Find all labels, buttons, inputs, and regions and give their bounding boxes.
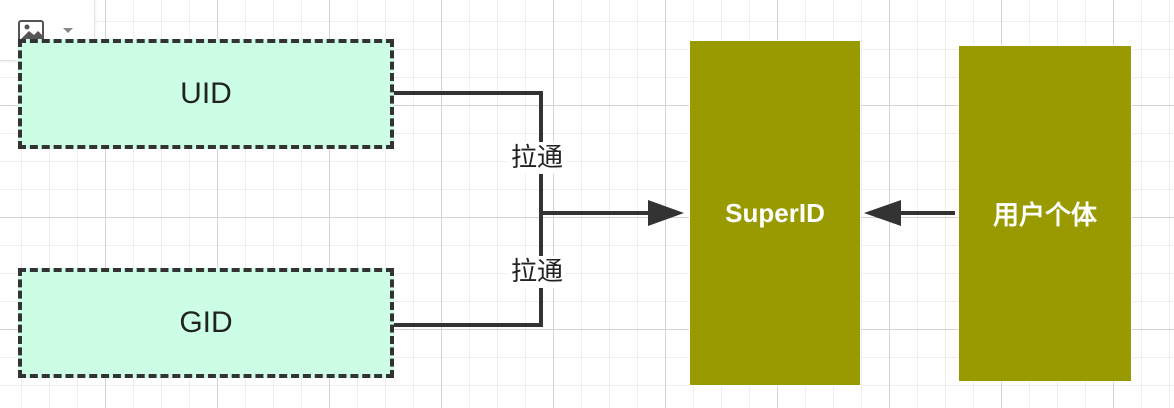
- user-arrowhead: [864, 200, 901, 226]
- user-label: 用户个体: [992, 200, 1097, 230]
- gid-node[interactable]: GID: [18, 268, 394, 378]
- gid-connector[interactable]: [394, 213, 543, 327]
- uid-label: UID: [180, 77, 232, 110]
- gid-label: GID: [179, 306, 233, 339]
- gid-edge-label: 拉通: [508, 256, 567, 288]
- merge-arrowhead: [648, 200, 684, 226]
- uid-edge-label: 拉通: [508, 142, 567, 174]
- caret-down-icon[interactable]: [62, 26, 74, 34]
- superid-label: SuperID: [725, 197, 825, 228]
- uid-node[interactable]: UID: [18, 39, 394, 149]
- user-node[interactable]: 用户个体: [958, 45, 1132, 382]
- superid-node[interactable]: SuperID: [689, 40, 861, 386]
